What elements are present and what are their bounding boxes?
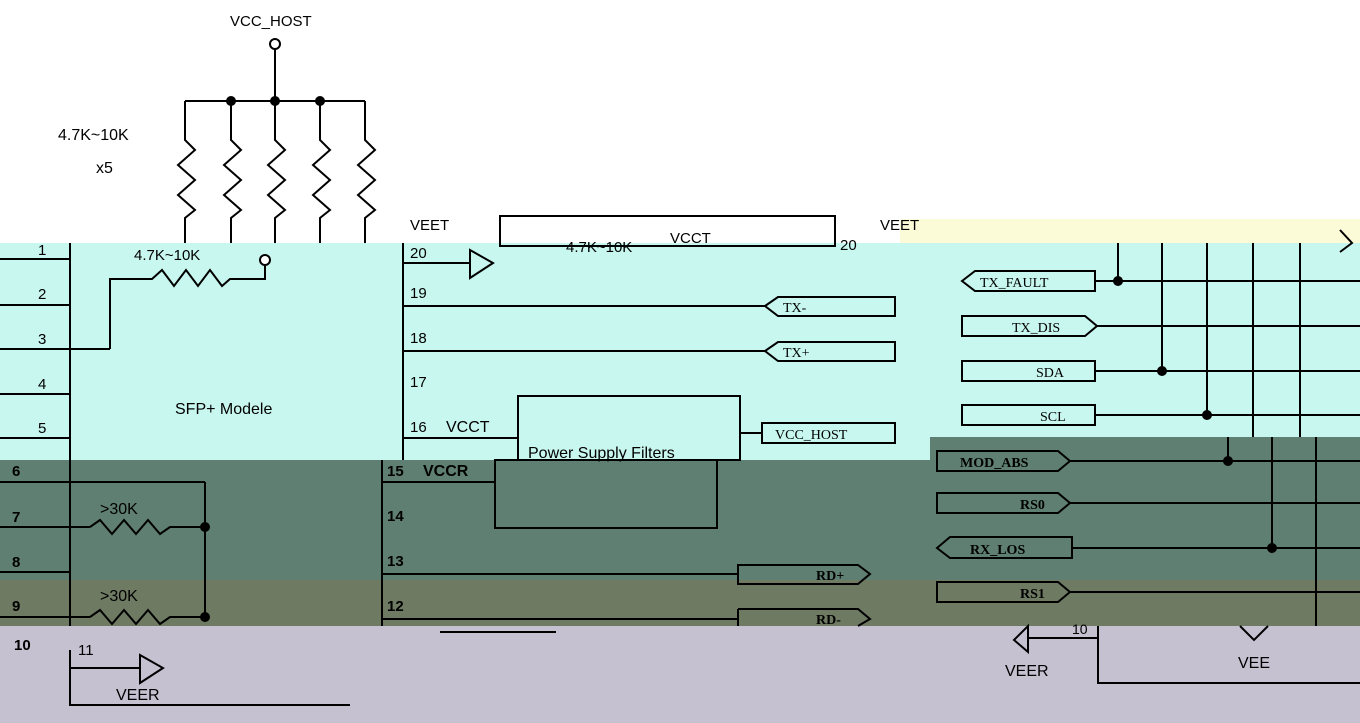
vcc-host-supply: VCC_HOST [185,13,365,106]
signal-scl: SCL [1040,410,1066,425]
signal-rx-los: RX_LOS [970,543,1025,558]
pullup-resistor-array: 4.7K~10K x5 [58,101,377,243]
pin-18: 18 [410,330,427,347]
signal-rs1: RS1 [1020,587,1045,602]
pin-8: 8 [12,554,20,571]
pin-9: 9 [12,598,20,615]
pin-3: 3 [38,331,46,348]
pullup-inner-partial-label: 4.7K~10K [566,239,632,256]
rx-resistors: >30K >30K [0,460,210,626]
filter-label: Power Supply Filters [528,445,675,462]
vcct-top-label: VCCT [670,230,711,247]
pin-14: 14 [387,508,404,525]
veer-vee-grounds: 10 VEER VEE [1005,229,1360,684]
signal-tx-minus: TX- [783,301,807,316]
signal-rd-plus: RD+ [816,569,844,584]
control-signal-tags: TX_FAULT TX_DIS SDA SCL MOD_ABS RS0 RX_L… [935,270,1099,603]
pin-6: 6 [12,463,20,480]
inner-pullup-value: 4.7K~10K [134,247,200,264]
signal-tx-dis: TX_DIS [1012,321,1060,336]
pullup-value: 4.7K~10K [58,127,129,144]
output-signal-tags: TX- TX+ VCC_HOST RD+ RD- [737,296,896,628]
signal-vcc-host: VCC_HOST [775,428,848,443]
pin-15: 15 [387,463,404,480]
artifact-band-top [900,219,1360,243]
left-pin-column: 1 2 3 4 5 6 7 8 9 10 11 [0,242,110,659]
pullup-count: x5 [96,160,113,177]
vcc-host-label: VCC_HOST [230,13,312,30]
background-band-darkgreen [0,460,1360,580]
module-label: SFP+ Modele [175,401,272,418]
artifact-band-mid [930,437,1360,460]
pin-4: 4 [38,376,46,393]
pin-11: 11 [78,642,94,659]
power-supply-filter: Power Supply Filters [494,395,762,529]
pin-10: 10 [14,637,31,654]
pin-2: 2 [38,286,46,303]
inner-pullup: 4.7K~10K [109,247,271,349]
signal-sda: SDA [1036,366,1065,381]
signal-tx-plus: TX+ [783,346,810,361]
pin-13: 13 [387,553,404,570]
rx-resistor-top-value: >30K [100,501,138,518]
pin-17: 17 [410,374,427,391]
background-band-lavender [0,626,1360,723]
vcct-label: VCCT [446,419,490,436]
veet-left-label: VEET [410,217,449,234]
pin-20-right: 20 [840,237,857,254]
rx-resistor-bottom-value: >30K [100,588,138,605]
right-pin-column: 20 19 18 17 16 VCCT 15 VCCR 14 13 12 [381,243,765,633]
signal-rd-minus: RD- [816,613,841,628]
pin-16: 16 [410,419,427,436]
pin-1: 1 [38,242,46,259]
signal-mod-abs: MOD_ABS [960,456,1029,471]
pin-20: 20 [410,245,427,262]
pin-19: 19 [410,285,427,302]
pin-12: 12 [387,598,404,615]
vee-label: VEE [1238,655,1270,672]
veer-right-label: VEER [1005,663,1049,680]
veet-right-label: VEET [880,217,919,234]
pin-10-right: 10 [1072,621,1088,637]
top-supply-row: VEET VCCT VEET 20 4.7K~10K [410,215,919,256]
veer-left-label: VEER [116,687,160,704]
control-bus [1070,243,1360,626]
pin-7: 7 [12,509,20,526]
signal-tx-fault: TX_FAULT [980,276,1049,291]
signal-rs0: RS0 [1020,498,1045,513]
pin-5: 5 [38,420,46,437]
veer-left-ground: VEER [69,650,350,706]
vccr-label: VCCR [423,463,469,480]
